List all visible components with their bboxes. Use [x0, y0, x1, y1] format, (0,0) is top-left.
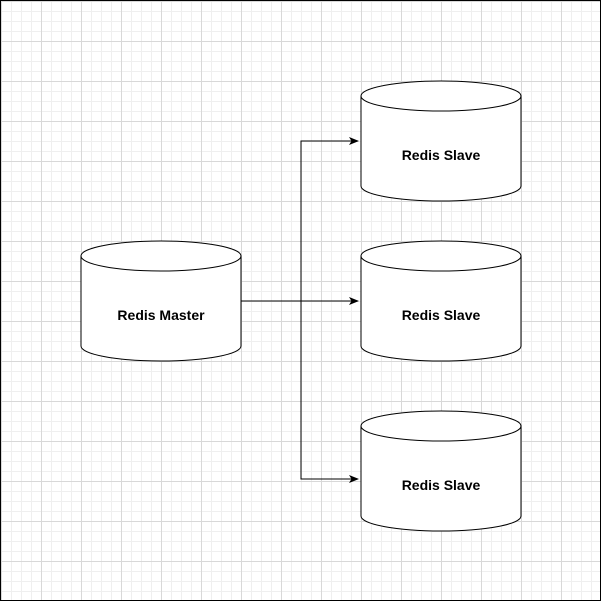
redis-slave-3-label: Redis Slave: [402, 477, 481, 493]
connector-master-to-slave-3[interactable]: [241, 300, 359, 483]
redis-slave-node-3[interactable]: Redis Slave: [360, 410, 522, 532]
redis-master-cylinder-body: [80, 240, 242, 362]
redis-slave-3-cylinder-rim: [360, 425, 522, 442]
redis-slave-2-cylinder-body: [360, 240, 522, 362]
redis-slave-1-cylinder-rim: [360, 95, 522, 112]
connectors: [241, 137, 359, 483]
redis-slave-node-1[interactable]: Redis Slave: [360, 80, 522, 202]
redis-master-label: Redis Master: [117, 307, 205, 323]
redis-slave-3-cylinder-body: [360, 410, 522, 532]
redis-slave-1-label: Redis Slave: [402, 147, 481, 163]
redis-slave-1-cylinder-body: [360, 80, 522, 202]
redis-slave-2-cylinder-rim: [360, 255, 522, 272]
redis-master-cylinder-rim: [80, 255, 242, 272]
redis-master-node[interactable]: Redis Master: [80, 240, 242, 362]
redis-slave-node-2[interactable]: Redis Slave: [360, 240, 522, 362]
connector-master-to-slave-1[interactable]: [241, 137, 359, 302]
redis-slave-2-label: Redis Slave: [402, 307, 481, 323]
